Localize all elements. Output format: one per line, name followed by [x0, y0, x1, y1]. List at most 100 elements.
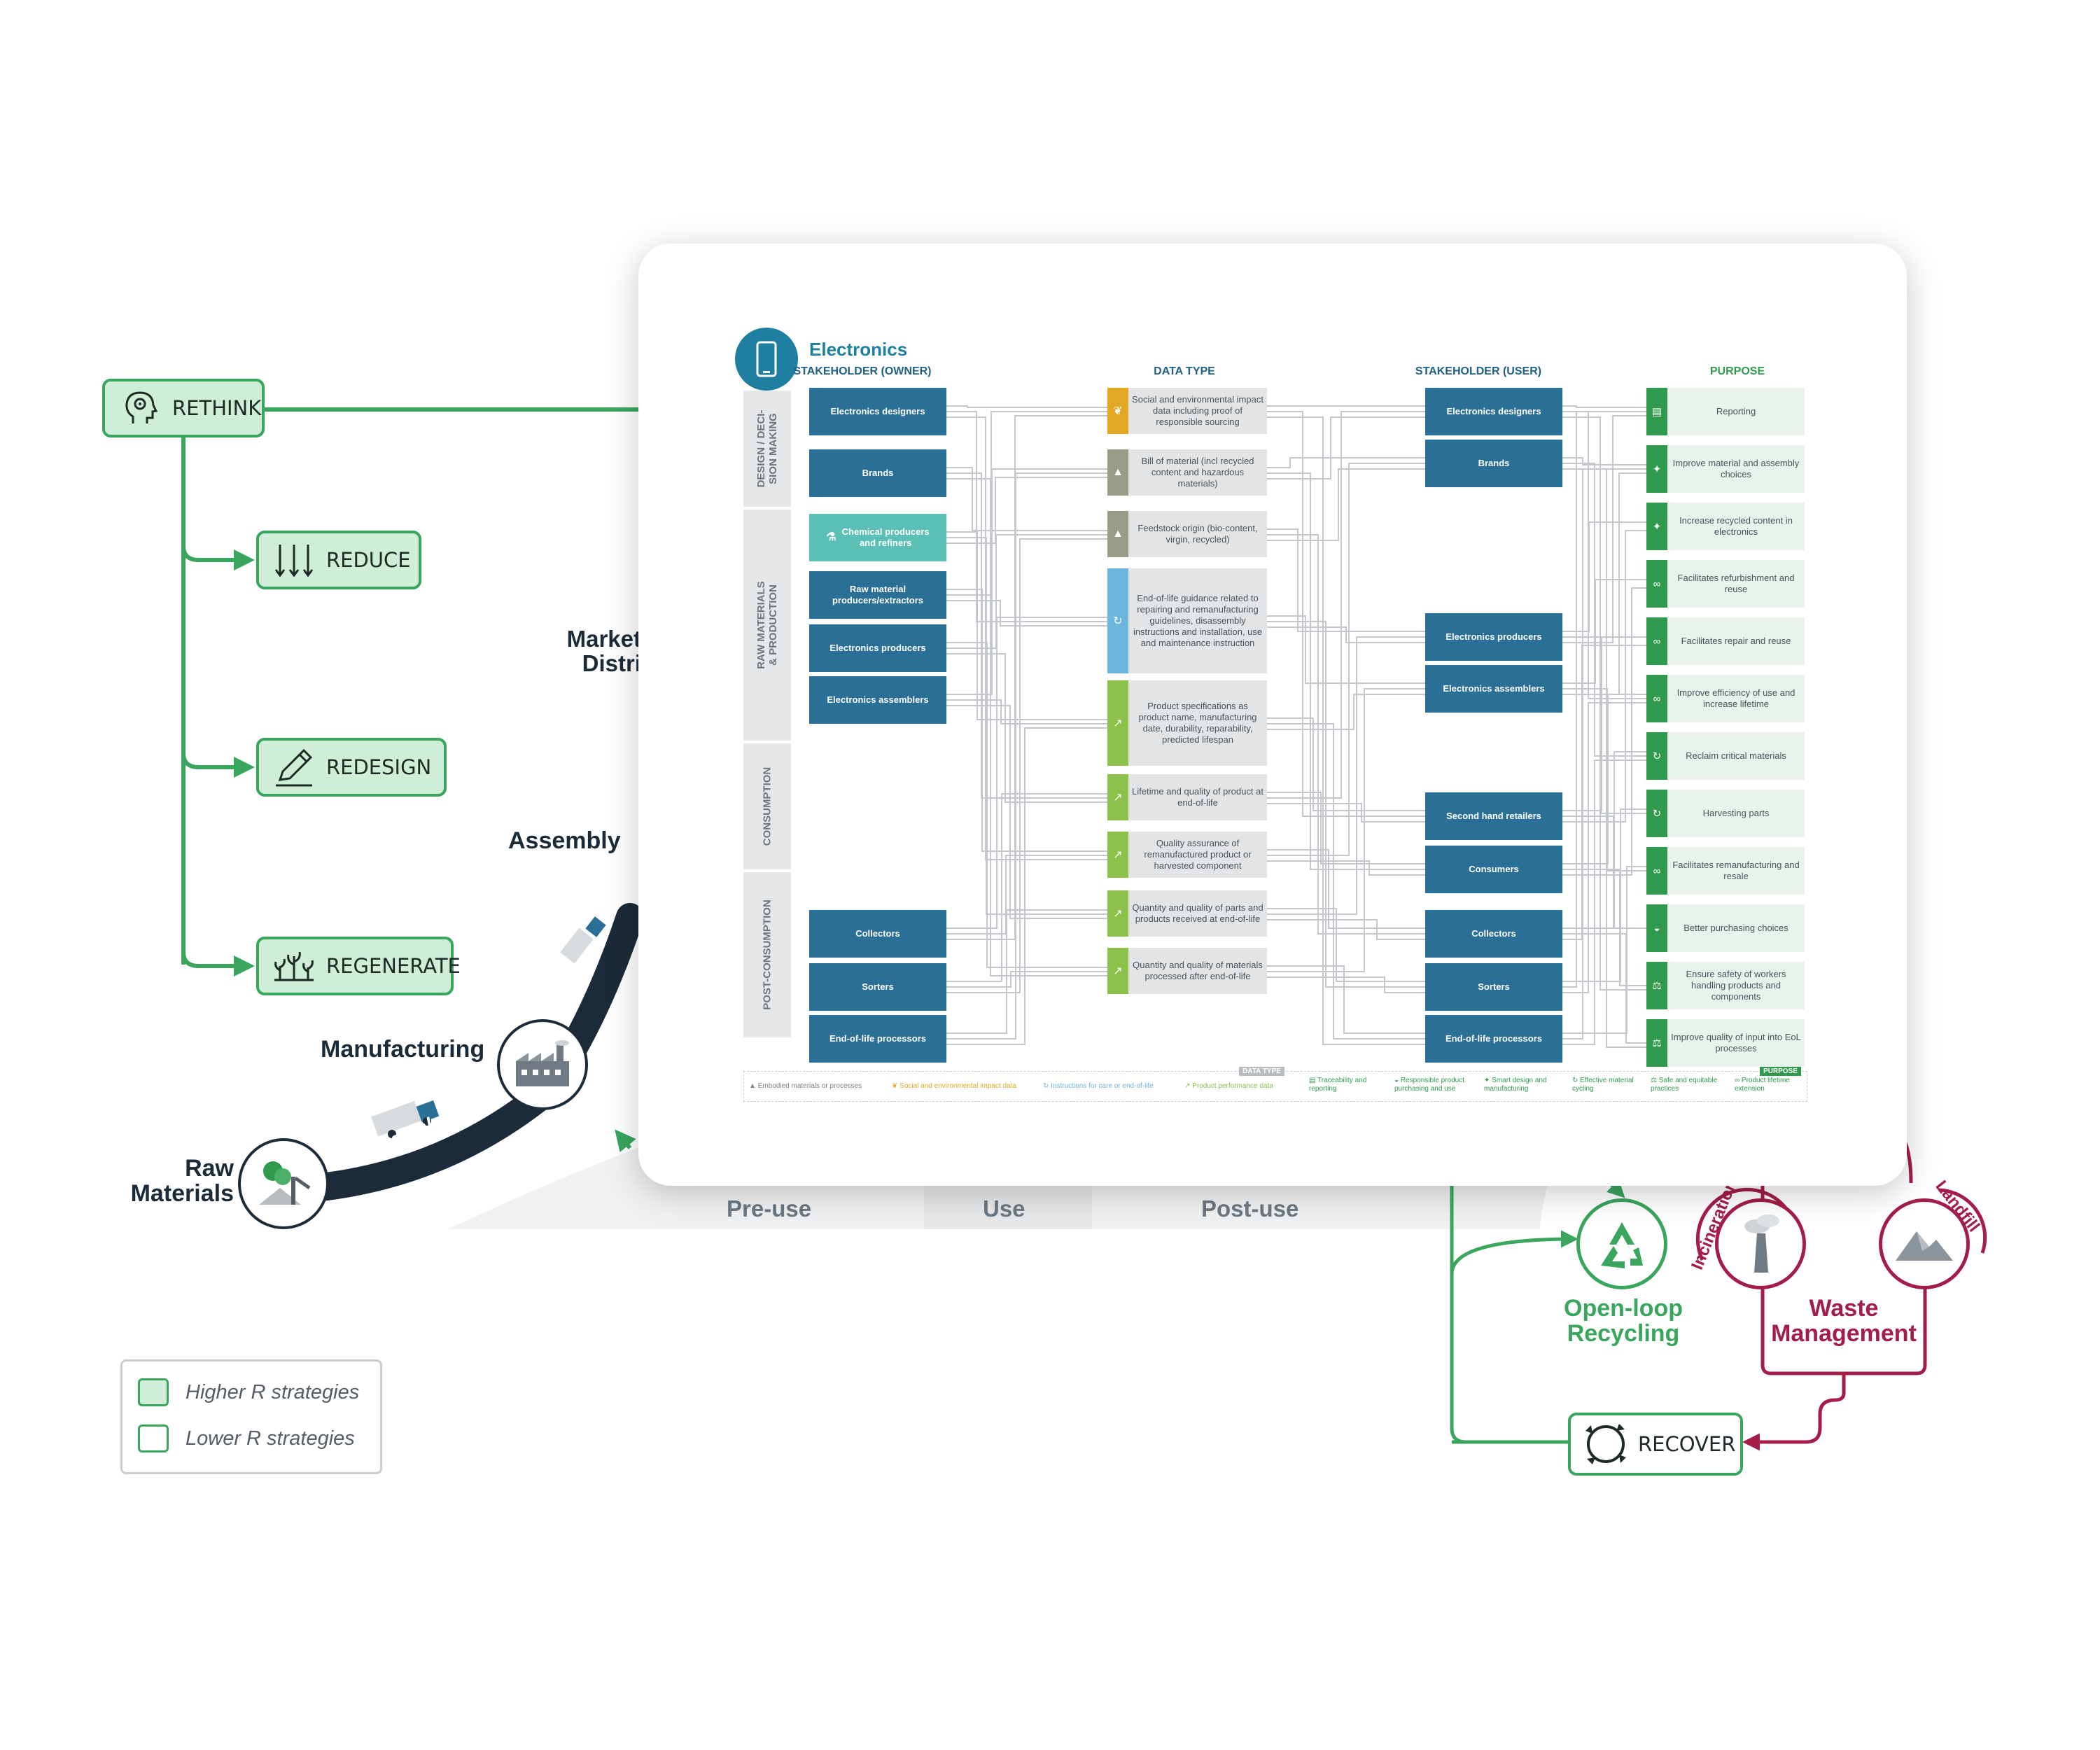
cycle-icon: ↻	[1646, 790, 1667, 837]
connector-line	[946, 411, 1107, 596]
user-electronics-producers[interactable]: Electronics producers	[1425, 613, 1562, 661]
legend: Higher R strategies Lower R strategies	[120, 1359, 382, 1474]
infinity-icon: ∞	[1646, 560, 1667, 608]
redesign-arrow	[181, 752, 255, 778]
connector-line	[946, 472, 1107, 799]
landfill-node[interactable]	[1879, 1198, 1970, 1289]
purpose-remanufacturing[interactable]: ∞Facilitates remanufacturing and resale	[1646, 847, 1805, 895]
user-consumers[interactable]: Consumers	[1425, 846, 1562, 893]
user-end-of-life-processors[interactable]: End-of-life processors	[1425, 1015, 1562, 1063]
owner-chemical-producers-label: Chemical producers and refiners	[841, 526, 930, 548]
connector-line	[1267, 468, 1425, 541]
connector-line	[946, 909, 1107, 1034]
pencil-icon	[272, 745, 316, 790]
owner-collectors[interactable]: Collectors	[809, 910, 946, 958]
owner-raw-material-producers[interactable]: Raw material producers/extractors	[809, 571, 946, 619]
data-type-bill-of-material[interactable]: ▲ Bill of material (incl recycled conten…	[1107, 449, 1267, 496]
connector-line	[1562, 463, 1646, 757]
legend-lifetime: ∞ Product lifetime extension	[1735, 1077, 1790, 1093]
purpose-purchasing[interactable]: ◒Better purchasing choices	[1646, 904, 1805, 952]
ingots-icon: ▲	[1107, 449, 1128, 496]
design-cycle-icon: ✦	[1646, 445, 1667, 493]
connector-line	[1562, 688, 1646, 872]
plants-icon	[272, 944, 316, 988]
purpose-efficiency[interactable]: ∞Improve efficiency of use and increase …	[1646, 675, 1805, 722]
user-second-hand-retailers[interactable]: Second hand retailers	[1425, 792, 1562, 840]
raw-materials-node[interactable]	[238, 1138, 329, 1229]
purpose-worker-safety[interactable]: ⚖Ensure safety of workers handling produ…	[1646, 962, 1805, 1009]
reduce-box[interactable]: REDUCE	[256, 531, 421, 589]
owner-brands[interactable]: Brands	[809, 449, 946, 497]
owner-chemical-producers[interactable]: ⚗ Chemical producers and refiners	[809, 514, 946, 561]
user-brands[interactable]: Brands	[1425, 440, 1562, 487]
connector-line	[946, 727, 1107, 1045]
data-type-impact[interactable]: ❦ Social and environmental impact data i…	[1107, 388, 1267, 434]
data-type-lifetime[interactable]: ↗ Lifetime and quality of product at end…	[1107, 774, 1267, 820]
data-type-eol-guidance[interactable]: ↻ End-of-life guidance related to repair…	[1107, 568, 1267, 673]
user-sorters[interactable]: Sorters	[1425, 963, 1562, 1011]
legend-impact: ❦ Social and environmental impact data	[892, 1082, 1016, 1090]
purpose-input-quality[interactable]: ⚖Improve quality of input into EoL proce…	[1646, 1019, 1805, 1067]
cycle-icon: ↻	[1646, 732, 1667, 780]
card-title: Electronics	[809, 339, 908, 360]
owner-electronics-producers[interactable]: Electronics producers	[809, 624, 946, 672]
connector-line	[1267, 416, 1425, 479]
connector-line	[946, 538, 1107, 993]
connector-line	[1562, 587, 1646, 876]
regenerate-box[interactable]: REGENERATE	[256, 937, 461, 995]
legend-lower-row: Lower R strategies	[138, 1424, 355, 1452]
owner-electronics-assemblers[interactable]: Electronics assemblers	[809, 676, 946, 724]
purpose-repair[interactable]: ∞Facilitates repair and reuse	[1646, 617, 1805, 665]
data-type-parts-received[interactable]: ↗ Quantity and quality of parts and prod…	[1107, 890, 1267, 937]
recycle-icon	[1601, 1222, 1643, 1268]
connector-line	[1267, 723, 1425, 1040]
purpose-critical-materials[interactable]: ↻Reclaim critical materials	[1646, 732, 1805, 780]
owner-end-of-life-processors[interactable]: End-of-life processors	[809, 1015, 946, 1063]
connector-line	[1267, 636, 1425, 915]
connector-line	[1267, 463, 1425, 856]
legend-smart-design: ✦ Smart design and manufacturing	[1484, 1077, 1547, 1093]
excavator-icon	[259, 1161, 311, 1205]
incineration-node[interactable]	[1715, 1198, 1806, 1289]
owner-electronics-designers[interactable]: Electronics designers	[809, 388, 946, 435]
purpose-recycled-content[interactable]: ✦Increase recycled content in electronic…	[1646, 503, 1805, 550]
stage-post-consumption: POST-CONSUMPTION	[743, 872, 791, 1037]
infinity-icon: ∞	[1646, 675, 1667, 722]
connector-line	[1562, 636, 1646, 814]
purpose-refurbishment[interactable]: ∞Facilitates refurbishment and reuse	[1646, 560, 1805, 608]
factory-icon	[516, 1040, 569, 1086]
connector-line	[1562, 415, 1646, 643]
connector-line	[946, 478, 1107, 976]
user-electronics-assemblers[interactable]: Electronics assemblers	[1425, 665, 1562, 713]
user-collectors[interactable]: Collectors	[1425, 910, 1562, 958]
connector-line	[1562, 760, 1646, 1045]
purpose-harvesting[interactable]: ↻Harvesting parts	[1646, 790, 1805, 837]
legend-performance: ↗ Product performance data	[1184, 1082, 1273, 1090]
manufacturing-node[interactable]	[497, 1019, 588, 1110]
connector-line	[1267, 626, 1425, 643]
owner-sorters[interactable]: Sorters	[809, 963, 946, 1011]
purpose-reporting[interactable]: ▤Reporting	[1646, 388, 1805, 435]
infinity-icon: ∞	[1646, 617, 1667, 665]
data-type-feedstock[interactable]: ▲ Feedstock origin (bio-content, virgin,…	[1107, 511, 1267, 557]
redesign-box[interactable]: REDESIGN	[256, 738, 447, 797]
connector-line	[946, 855, 1107, 934]
connector-line	[1562, 751, 1646, 929]
data-type-product-specs[interactable]: ↗ Product specifications as product name…	[1107, 680, 1267, 766]
connector-line	[1267, 472, 1425, 870]
connector-line	[1267, 919, 1425, 940]
connector-line	[1562, 468, 1646, 1040]
open-loop-recycling-node[interactable]	[1576, 1198, 1667, 1289]
rethink-box[interactable]: RETHINK	[102, 379, 265, 438]
connector-line	[1562, 702, 1646, 993]
data-type-materials-processed[interactable]: ↗ Quantity and quality of materials proc…	[1107, 948, 1267, 994]
data-type-quality-assurance[interactable]: ↗ Quality assurance of remanufactured pr…	[1107, 832, 1267, 878]
connector-line	[946, 705, 1107, 919]
purpose-material-choices[interactable]: ✦Improve material and assembly choices	[1646, 445, 1805, 493]
electronics-card: Electronics STAKEHOLDER (OWNER) DATA TYP…	[638, 244, 1907, 1186]
user-electronics-designers[interactable]: Electronics designers	[1425, 388, 1562, 435]
market-distribution-label: Market Distri	[566, 627, 641, 676]
header-purpose: PURPOSE	[1709, 365, 1765, 377]
scales-icon: ⚖	[1646, 962, 1667, 1009]
recover-box[interactable]: RECOVER	[1568, 1413, 1743, 1476]
